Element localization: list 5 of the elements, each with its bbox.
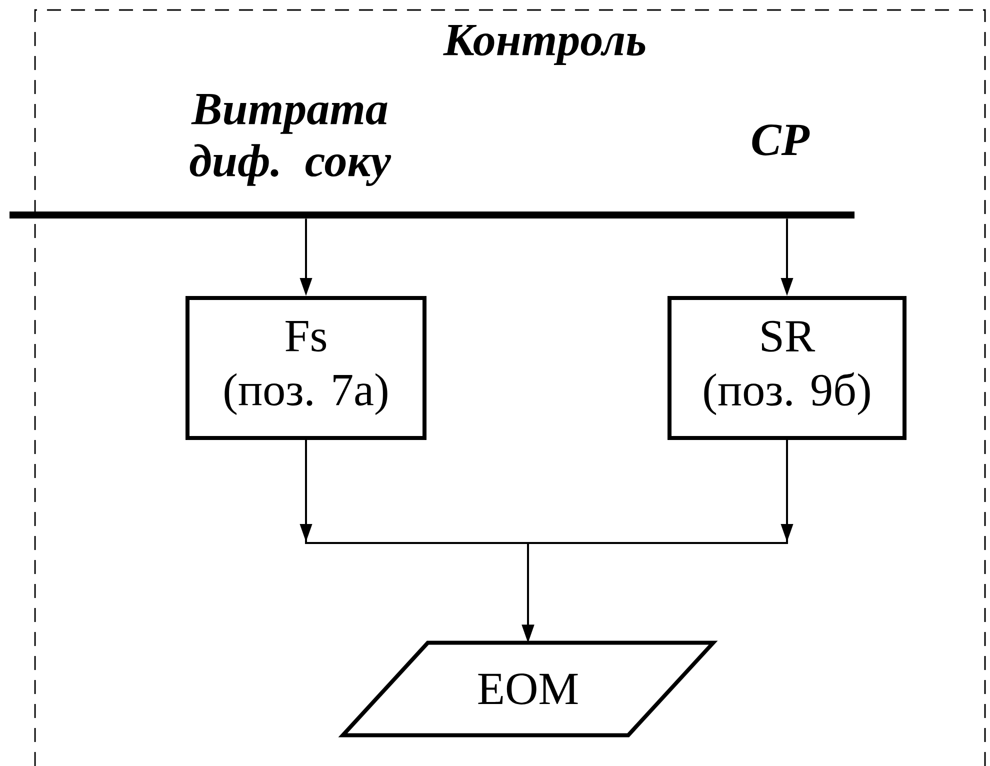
process-box: SR (поз. 9б) bbox=[668, 296, 906, 440]
process-box: Fs (поз. 7а) bbox=[186, 296, 426, 440]
signal-label: СР bbox=[752, 124, 810, 156]
signal-label: Витрата диф. соку bbox=[190, 94, 392, 186]
title: Контроль bbox=[443, 25, 646, 65]
